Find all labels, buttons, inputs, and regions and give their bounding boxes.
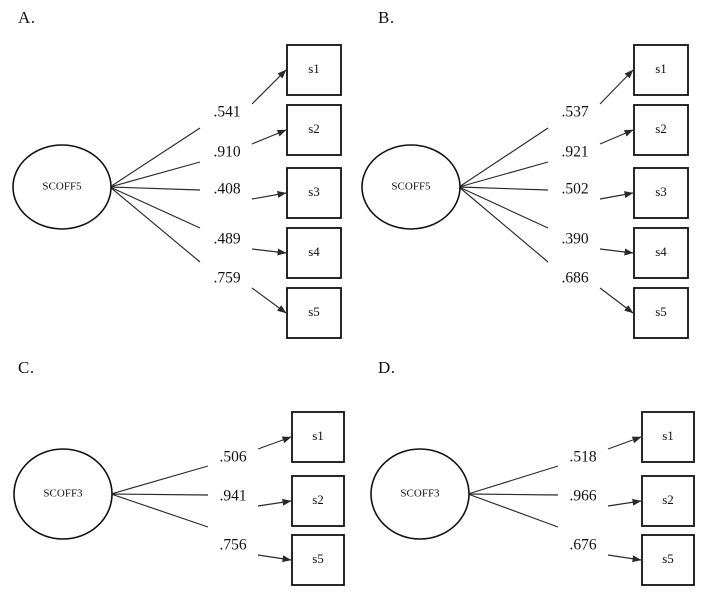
factor-path-line-s2 (467, 493, 559, 496)
indicator-box-s5[interactable] (633, 287, 689, 339)
indicator-label-s2: s2 (655, 121, 667, 136)
latent-factor-circle[interactable] (370, 448, 470, 540)
panel-c-letter: C. (18, 358, 35, 377)
indicator-box-s3[interactable] (286, 167, 342, 219)
loading-value-s1: .518 (569, 449, 596, 466)
latent-factor-label: SCOFF3 (43, 488, 83, 500)
factor-path-line-s2 (109, 161, 201, 188)
factor-path-line-s4 (109, 186, 201, 229)
factor-path-line-s1 (458, 127, 549, 188)
loading-value-s2: .910 (213, 144, 240, 161)
indicator-arrow-s4 (251, 248, 287, 256)
indicator-arrow-s5 (257, 554, 292, 563)
indicator-box-s1[interactable] (286, 44, 342, 96)
loading-value-s5: .756 (219, 537, 246, 554)
latent-factor-circle[interactable] (361, 144, 461, 230)
indicator-box-s2[interactable] (286, 104, 342, 156)
indicator-label-s5: s5 (312, 551, 324, 566)
factor-path-line-s5 (110, 493, 209, 528)
factor-path-line-s1 (467, 465, 559, 495)
loading-value-s5: .676 (569, 537, 596, 554)
indicator-box-s4[interactable] (633, 227, 689, 279)
indicator-label-s5: s5 (655, 304, 667, 319)
indicator-arrow-s5 (607, 554, 642, 563)
indicator-box-s4[interactable] (286, 227, 342, 279)
indicator-label-s1: s1 (655, 61, 667, 76)
loading-value-s5: .686 (561, 270, 588, 287)
indicator-arrow-s2 (607, 498, 642, 507)
factor-path-line-s1 (110, 465, 209, 495)
loading-value-s3: .502 (561, 181, 588, 198)
indicator-arrow-s5 (251, 287, 287, 314)
loading-value-s5: .759 (213, 270, 240, 287)
factor-path-line-s3 (458, 186, 549, 191)
indicator-box-s5[interactable] (286, 287, 342, 339)
loading-value-s1: .537 (561, 104, 588, 121)
indicator-label-s2: s2 (308, 121, 320, 136)
indicator-box-s2[interactable] (641, 475, 695, 527)
panel-a-letter: A. (18, 8, 36, 27)
indicator-box-s2[interactable] (291, 475, 345, 527)
indicator-arrow-s1 (251, 69, 287, 105)
latent-factor-label: SCOFF5 (42, 181, 82, 193)
indicator-box-s1[interactable] (291, 411, 345, 463)
latent-factor-label: SCOFF5 (391, 181, 431, 193)
indicator-label-s1: s1 (308, 61, 320, 76)
factor-path-line-s4 (458, 186, 549, 229)
indicator-label-s3: s3 (655, 184, 667, 199)
indicator-label-s5: s5 (662, 551, 674, 566)
indicator-label-s4: s4 (655, 244, 667, 259)
factor-path-line-s2 (458, 161, 549, 188)
factor-path-line-s5 (109, 186, 201, 263)
indicator-box-s5[interactable] (641, 534, 695, 586)
indicator-label-s3: s3 (308, 184, 320, 199)
latent-factor-circle[interactable] (12, 144, 112, 230)
loading-value-s2: .921 (561, 144, 588, 161)
indicator-arrow-s1 (599, 69, 634, 105)
indicator-label-s1: s1 (312, 428, 324, 443)
factor-path-line-s3 (109, 186, 201, 191)
indicator-box-s1[interactable] (633, 44, 689, 96)
indicator-arrow-s2 (257, 498, 292, 507)
indicator-arrow-s2 (251, 129, 287, 145)
indicator-label-s5: s5 (308, 304, 320, 319)
indicator-label-s4: s4 (308, 244, 320, 259)
factor-path-line-s5 (467, 493, 559, 528)
factor-path-line-s2 (110, 493, 209, 496)
indicator-arrow-s1 (607, 436, 642, 450)
factor-path-line-s5 (458, 186, 549, 263)
panel-b-letter: B. (378, 8, 395, 27)
loading-value-s2: .966 (569, 488, 596, 505)
latent-factor-label: SCOFF3 (400, 488, 440, 500)
loading-value-s3: .408 (213, 181, 240, 198)
indicator-arrow-s2 (599, 129, 634, 145)
indicator-box-s5[interactable] (291, 534, 345, 586)
indicator-label-s1: s1 (662, 428, 674, 443)
indicator-arrow-s3 (251, 191, 287, 200)
latent-factor-circle[interactable] (13, 448, 113, 540)
loading-value-s1: .506 (219, 449, 246, 466)
indicator-box-s1[interactable] (641, 411, 695, 463)
indicator-arrow-s5 (599, 287, 634, 314)
indicator-box-s3[interactable] (633, 167, 689, 219)
factor-path-line-s1 (109, 127, 201, 188)
indicator-arrow-s1 (257, 436, 292, 450)
loading-value-s2: .941 (219, 488, 246, 505)
indicator-arrow-s4 (599, 248, 634, 256)
indicator-label-s2: s2 (662, 492, 674, 507)
loading-value-s1: .541 (213, 104, 240, 121)
indicator-label-s2: s2 (312, 492, 324, 507)
indicator-arrow-s3 (599, 191, 634, 200)
loading-value-s4: .489 (213, 231, 240, 248)
panel-d-letter: D. (378, 358, 396, 377)
indicator-box-s2[interactable] (633, 104, 689, 156)
loading-value-s4: .390 (561, 231, 588, 248)
